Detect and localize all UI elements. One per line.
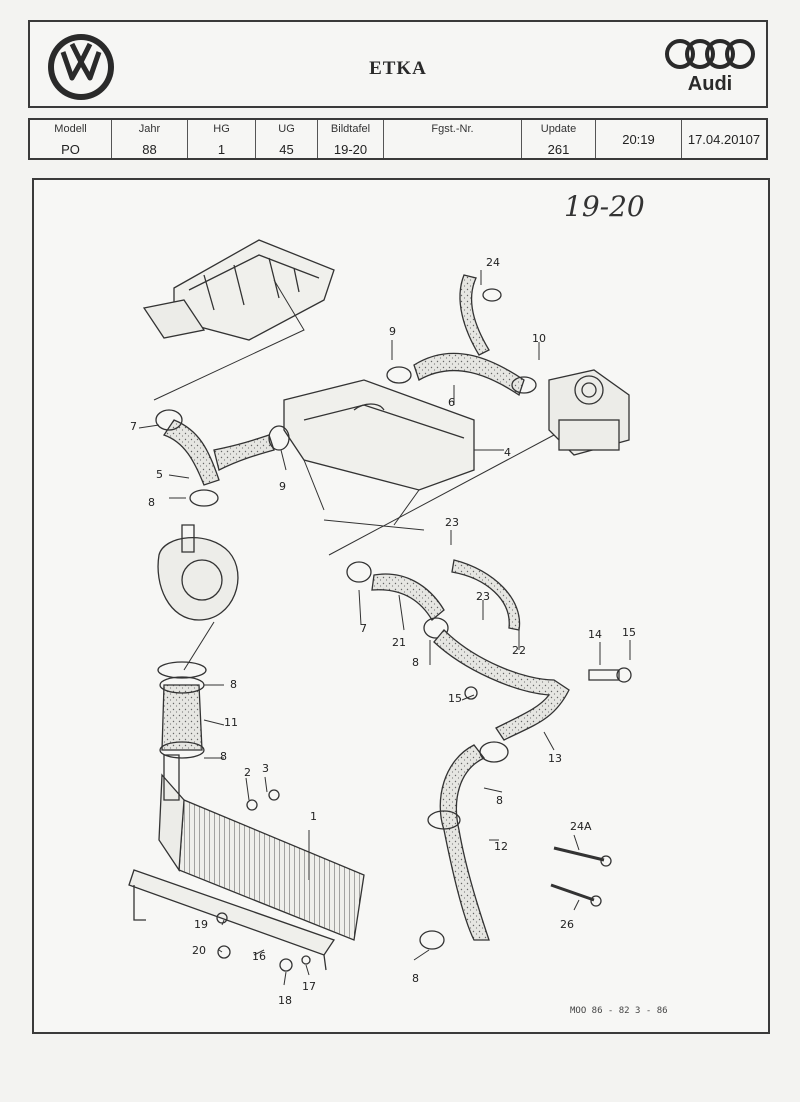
part-label: 26 xyxy=(560,918,574,931)
part-label: 7 xyxy=(130,420,137,433)
part-label: 8 xyxy=(230,678,237,691)
hose-21 xyxy=(371,573,445,621)
part-label: 17 xyxy=(302,980,316,993)
part-label: 6 xyxy=(448,396,455,409)
part-label: 15 xyxy=(448,692,462,705)
audi-logo-text: Audi xyxy=(688,73,732,95)
jahr-value: 88 xyxy=(142,142,157,157)
hose-12 xyxy=(439,744,490,941)
update-label: Update xyxy=(540,123,577,135)
part-label: 8 xyxy=(220,750,227,763)
intake-manifold xyxy=(283,379,475,491)
part-label: 20 xyxy=(192,944,206,957)
diagram-frame: 19-20 xyxy=(32,178,770,1034)
part-label: 4 xyxy=(504,446,511,459)
cell-fgst: Fgst.-Nr. xyxy=(384,120,522,158)
vw-logo xyxy=(48,34,114,100)
part-label: 16 xyxy=(252,950,266,963)
info-row: Modell PO Jahr 88 HG 1 UG 45 Bildtafel 1… xyxy=(28,118,768,160)
cell-bildtafel: Bildtafel 19-20 xyxy=(318,120,384,158)
part-label: 5 xyxy=(156,468,163,481)
hose-13 xyxy=(433,629,570,741)
bildtafel-label: Bildtafel xyxy=(330,123,371,135)
part-label: 23 xyxy=(445,516,459,529)
header-box: ETKA Audi xyxy=(28,20,768,108)
turbocharger xyxy=(157,537,239,621)
update-value: 261 xyxy=(547,142,570,157)
part-label: 10 xyxy=(532,332,546,345)
page-title: ETKA xyxy=(369,58,427,79)
hose-6 xyxy=(413,352,525,397)
cell-time: 20:19 xyxy=(596,120,682,158)
part-label: 15 xyxy=(622,626,636,639)
part-label: 8 xyxy=(148,496,155,509)
part-label: 8 xyxy=(412,972,419,985)
modell-label: Modell xyxy=(54,123,87,135)
part-label: 23 xyxy=(476,590,490,603)
exploded-parts-diagram xyxy=(128,239,632,986)
drawing-code: MOO 86 - 82 3 - 86 xyxy=(570,1006,668,1016)
hg-value: 1 xyxy=(217,142,226,157)
part-label: 21 xyxy=(392,636,406,649)
handwritten-note: 19-20 xyxy=(564,190,645,223)
part-label: 7 xyxy=(360,622,367,635)
time-value: 20:19 xyxy=(622,132,655,147)
part-label: 24A xyxy=(570,820,592,833)
ug-value: 45 xyxy=(279,142,294,157)
hose-5 xyxy=(162,419,220,486)
part-label: 19 xyxy=(194,918,208,931)
part-label: 9 xyxy=(279,480,286,493)
part-label: 8 xyxy=(412,656,419,669)
date-value: 17.04.20107 xyxy=(687,132,761,147)
cell-ug: UG 45 xyxy=(256,120,318,158)
part-label: 24 xyxy=(486,256,500,269)
ug-label: UG xyxy=(278,123,295,135)
hose-24 xyxy=(459,274,490,356)
modell-value: PO xyxy=(61,142,80,157)
bildtafel-value: 19-20 xyxy=(333,142,368,157)
part-label: 11 xyxy=(224,716,238,729)
part-label: 3 xyxy=(262,762,269,775)
cell-jahr: Jahr 88 xyxy=(112,120,188,158)
part-label: 1 xyxy=(310,810,317,823)
hose-22 xyxy=(451,559,521,631)
hg-label: HG xyxy=(213,123,230,135)
part-label: 8 xyxy=(496,794,503,807)
part-label: 13 xyxy=(548,752,562,765)
part-label: 14 xyxy=(588,628,602,641)
part-label: 22 xyxy=(512,644,526,657)
fgst-label: Fgst.-Nr. xyxy=(431,123,474,135)
jahr-label: Jahr xyxy=(138,123,161,135)
audi-logo: Audi xyxy=(665,39,755,95)
cell-date: 17.04.20107 xyxy=(682,120,766,158)
part-label: 2 xyxy=(244,766,251,779)
cell-hg: HG 1 xyxy=(188,120,256,158)
hose-11 xyxy=(161,684,203,751)
cell-update: Update 261 xyxy=(522,120,596,158)
part-label: 18 xyxy=(278,994,292,1007)
part-label: 9 xyxy=(389,325,396,338)
cell-modell: Modell PO xyxy=(30,120,112,158)
part-label: 12 xyxy=(494,840,508,853)
